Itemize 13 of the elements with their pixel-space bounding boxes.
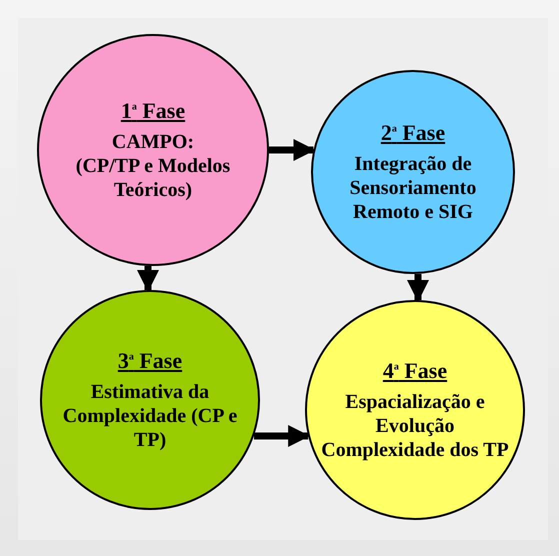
arrow <box>137 266 159 292</box>
phase-heading: 2$^{a}$ Fase <box>380 120 446 146</box>
arrow <box>407 274 429 302</box>
phase-heading: 4$^{a}$ Fase <box>382 358 448 384</box>
phase-text: Espacialização e Evolução Complexidade dos TP <box>320 390 510 462</box>
phase-text: (CP/TP e Modelos Teóricos) <box>74 154 232 202</box>
phase-heading: 1$^{a}$ Fase <box>120 98 186 124</box>
phase-heading: 3$^{a}$ Fase <box>118 348 182 374</box>
phase-text: Integração de Sensoriamento Remoto e SIG <box>348 152 478 224</box>
arrow <box>269 139 316 161</box>
arrow <box>254 425 310 447</box>
phase-text: Estimativa da Complexidade (CP e TP) <box>62 380 238 452</box>
phase-text: CAMPO: <box>112 130 194 154</box>
